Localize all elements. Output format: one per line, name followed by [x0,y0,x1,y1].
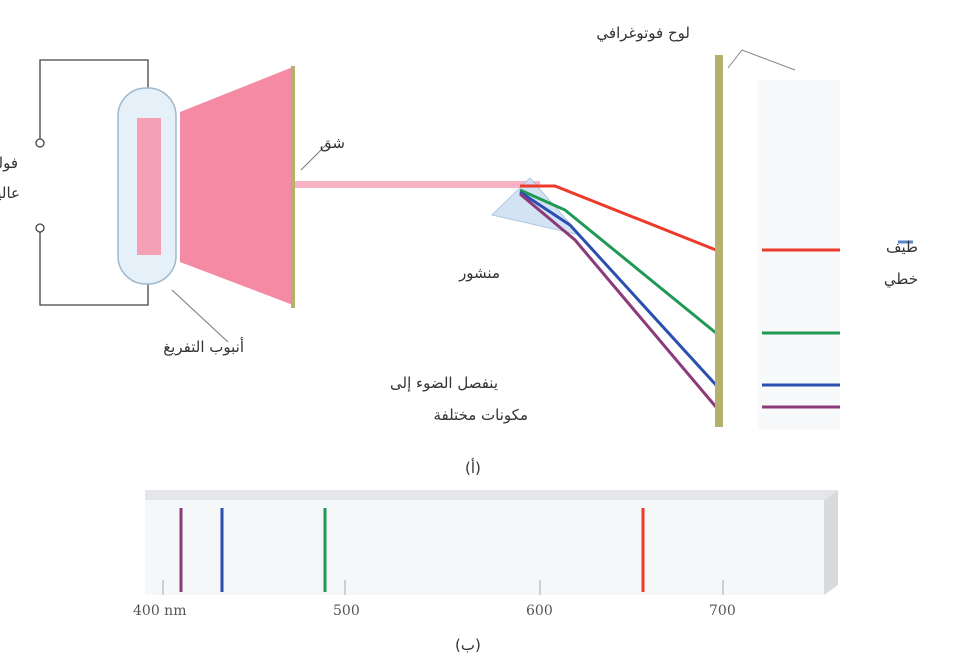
plate-pointer [727,49,796,71]
ray-green [519,188,717,335]
line-spectrum [762,248,840,409]
strip-side-face [824,490,838,595]
scale-ticks [162,580,724,595]
part-b-label: (ب) [455,636,481,654]
circuit-wire-bottom [39,230,149,306]
line-spectrum-label-2: خطي [884,270,918,289]
ray-violet [519,192,718,408]
slit-label: شق [320,134,345,152]
tick-label-500: 500 [333,603,360,619]
terminal-bottom [35,223,45,233]
photographic-plate-label: لوح فوتوغرافي [596,24,690,43]
high-voltage-label-2: عالية [0,184,20,202]
strip-top-face [145,490,838,500]
discharge-tube-label: أنبوب التفريغ [163,337,244,356]
terminal-top [35,138,45,148]
strip-lines [179,508,645,592]
high-voltage-label-1: فولتية [0,154,18,172]
part-a-label: (أ) [465,458,481,477]
developed-plate [758,80,840,430]
light-cone [180,67,293,305]
ray-blue [519,190,718,387]
tube-pointer [171,289,229,343]
tick-label-700: 700 [709,603,736,619]
prism-label: منشور [458,264,500,282]
light-separates-label-2: مكونات مختلفة [433,406,528,424]
light-beam [295,181,540,188]
line-spectrum-label-1: طيف [886,238,918,256]
light-separates-label-1: ينفصل الضوء إلى [390,374,498,392]
photographic-plate [715,55,723,427]
tick-label-600: 600 [526,603,553,619]
circuit-wire-top [39,59,149,143]
discharge-tube-glow [137,118,161,255]
tick-label-400: 400 nm [133,603,186,619]
slit-pointer [300,144,327,171]
slit-plate [291,66,295,308]
ray-red [520,184,717,252]
spectrum-strip [145,500,825,595]
dispersed-rays [519,184,718,408]
